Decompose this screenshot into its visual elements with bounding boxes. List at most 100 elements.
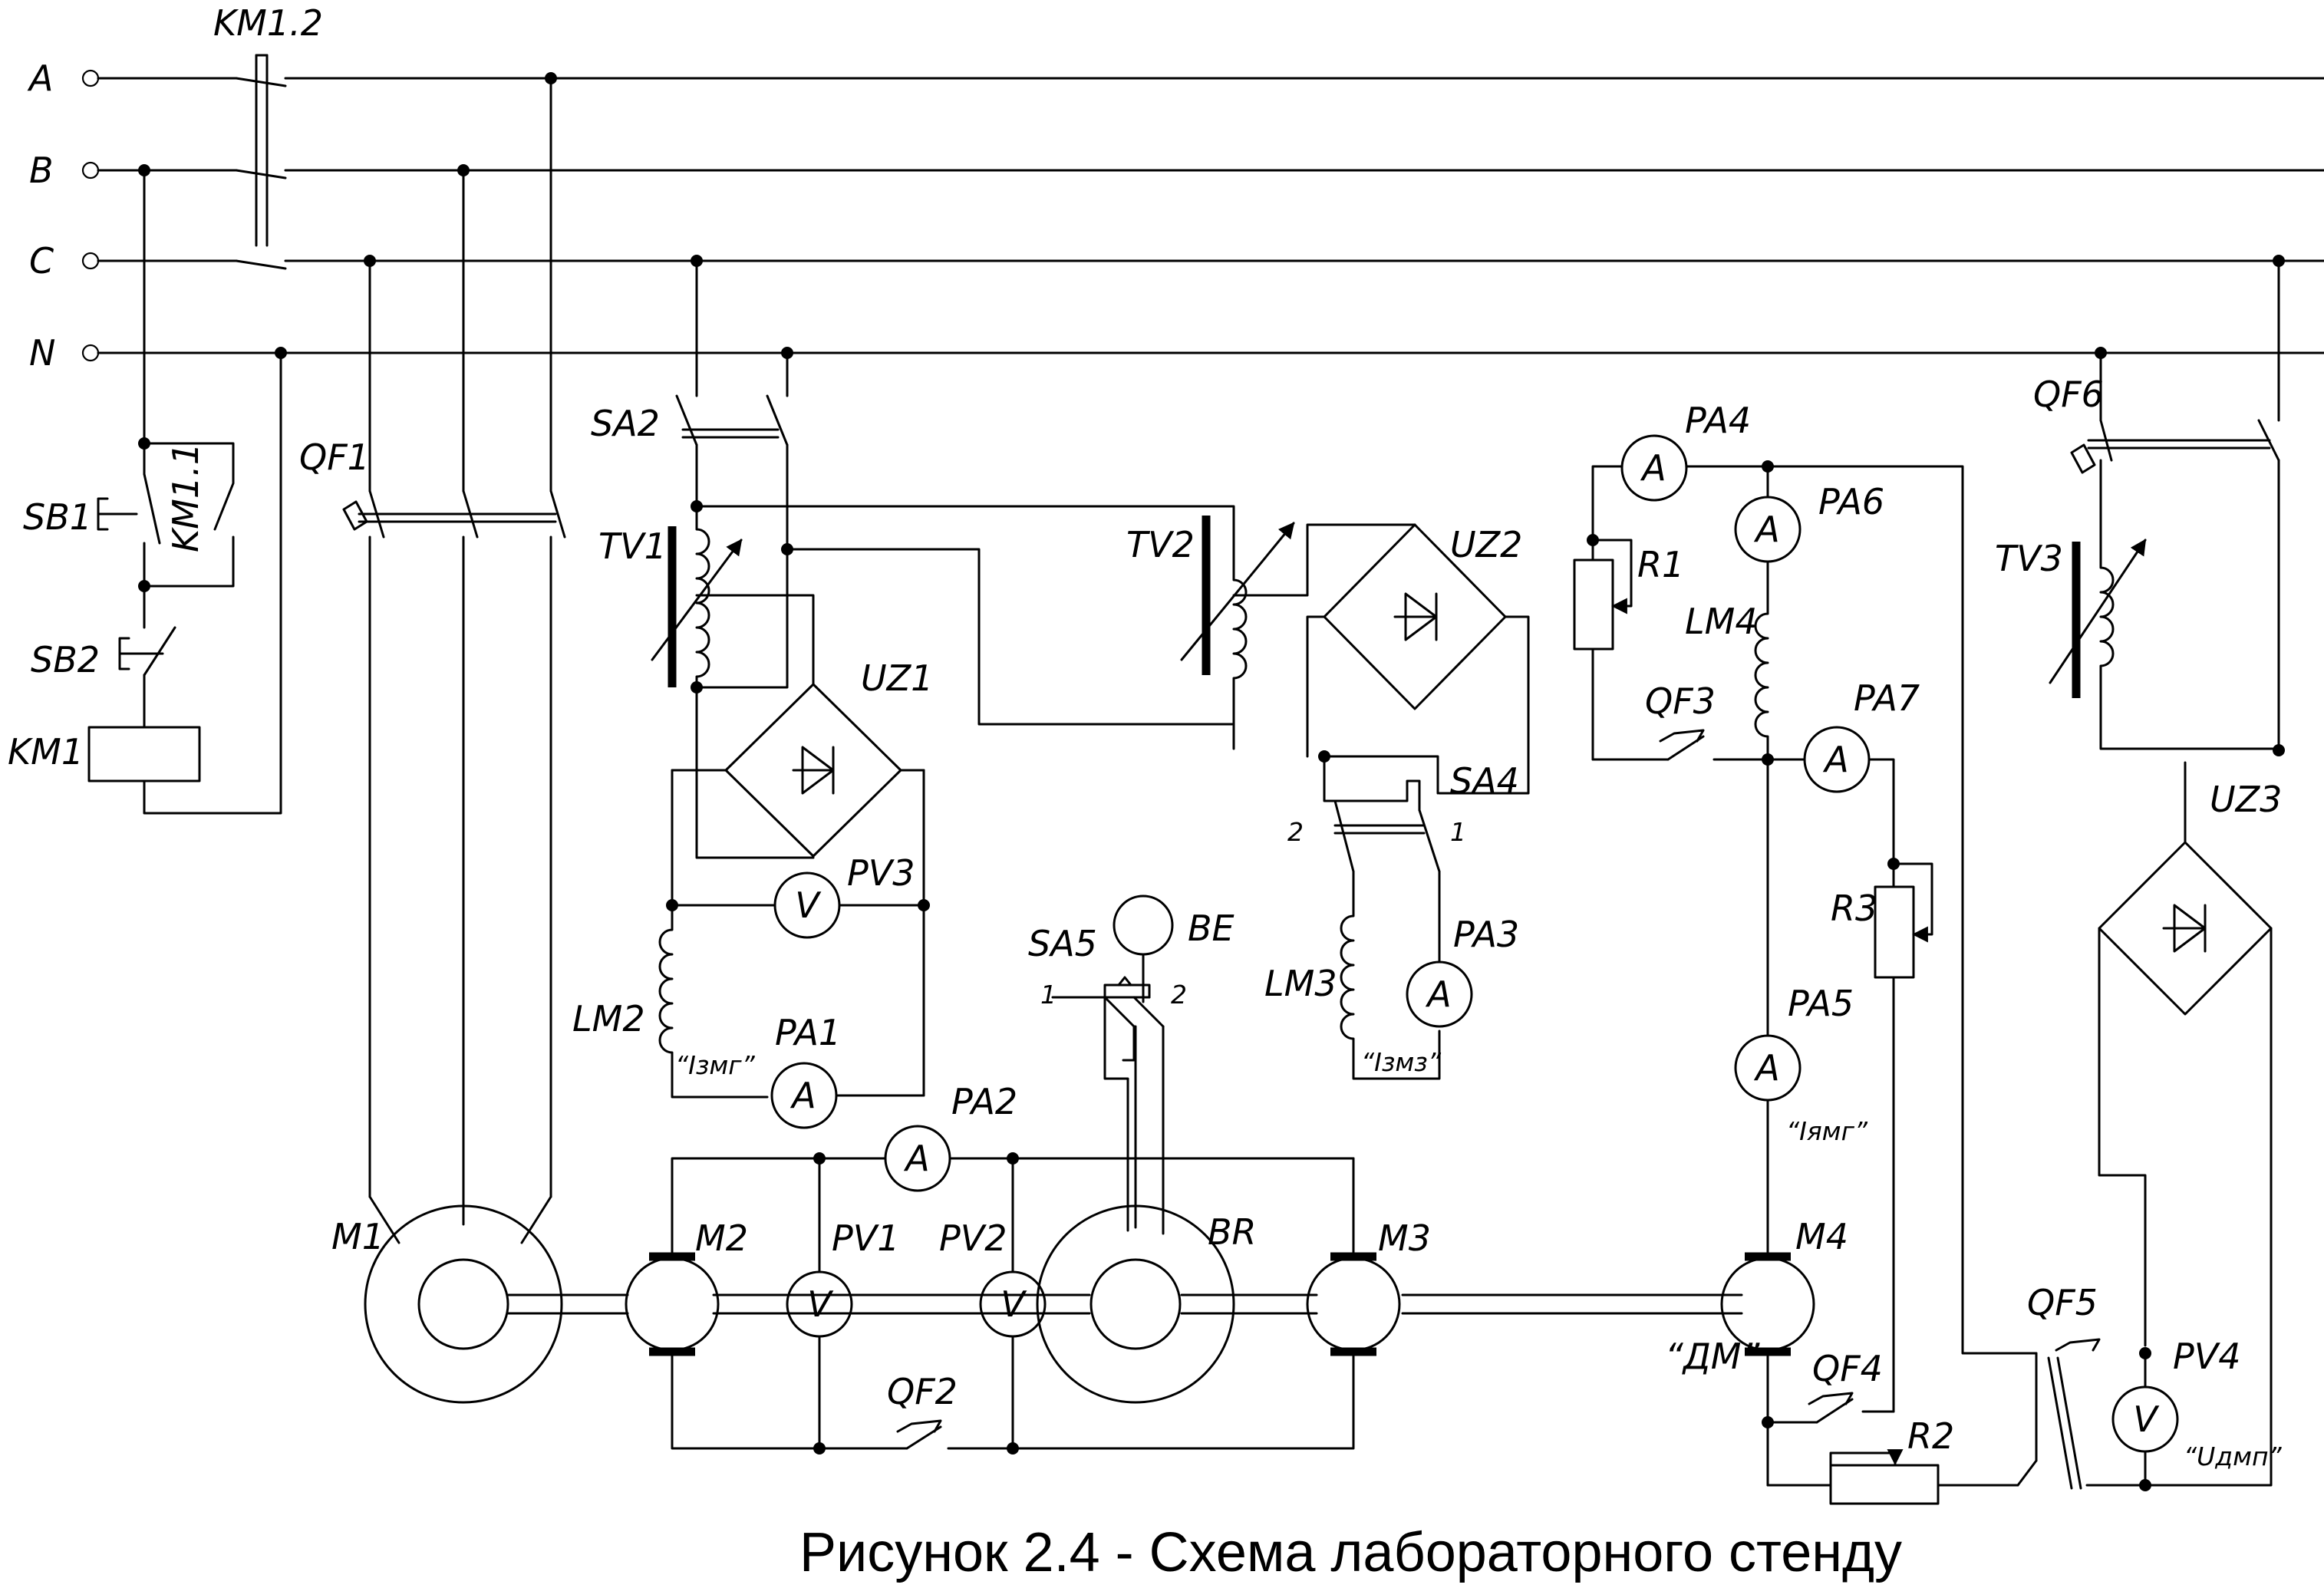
pv2-symbol: V bbox=[1000, 1283, 1027, 1325]
lm3-field-winding: LM3 “Iзмз” bbox=[1264, 870, 1442, 1080]
pa4-ammeter: A PA4 bbox=[1591, 400, 2038, 1355]
uz1-rectifier: UZ1 bbox=[666, 657, 933, 1097]
sa5-label: SA5 bbox=[1028, 923, 1097, 964]
bus-b: B bbox=[29, 150, 2324, 191]
pa1-label: PA1 bbox=[775, 1012, 841, 1053]
pa3-label: PA3 bbox=[1453, 914, 1519, 955]
qf5-label: QF5 bbox=[2027, 1282, 2098, 1323]
qf6-breaker: QF6 bbox=[2033, 259, 2280, 752]
qf4-label: QF4 bbox=[1812, 1348, 1883, 1389]
sa4-pos2: 2 bbox=[1287, 817, 1304, 847]
r3-rheostat: R3 bbox=[1831, 858, 1933, 1413]
pa4-symbol: A bbox=[1640, 447, 1666, 489]
bus-c-label: C bbox=[29, 240, 54, 282]
dm-label: “ДМ” bbox=[1665, 1336, 1760, 1377]
uz1-label: UZ1 bbox=[861, 657, 933, 699]
pa6-ammeter: A PA6 bbox=[1734, 465, 1884, 563]
uz3-rectifier: UZ3 bbox=[2098, 761, 2282, 1487]
sa5-pos1: 1 bbox=[1040, 980, 1057, 1010]
izmg-label: “Iзмг” bbox=[675, 1050, 756, 1080]
sa5-pos2: 2 bbox=[1171, 980, 1187, 1010]
m1-label: M1 bbox=[331, 1216, 384, 1257]
br-tachogenerator: BR bbox=[1036, 1204, 1257, 1404]
udmp-label: “Uдмп” bbox=[2184, 1441, 2283, 1471]
lm4-label: LM4 bbox=[1685, 601, 1758, 642]
bus-c: C bbox=[29, 240, 2324, 282]
control-circuit: SB1 KM1.1 SB2 KM1 bbox=[8, 169, 282, 815]
motor-m2: M2 bbox=[625, 1217, 748, 1356]
uz2-rectifier: UZ2 bbox=[1306, 523, 1530, 795]
pa7-label: PA7 bbox=[1854, 677, 1920, 719]
pv3-symbol: V bbox=[795, 885, 822, 926]
izmz-label: “Iзмз” bbox=[1361, 1047, 1442, 1077]
pa5-ammeter: A PA5 “Iямг” bbox=[1734, 758, 1868, 1258]
br-label: BR bbox=[1208, 1211, 1257, 1253]
km11-label: KM1.1 bbox=[165, 443, 206, 552]
pv1-label: PV1 bbox=[832, 1217, 899, 1259]
sa4-switch: SA4 2 1 bbox=[1287, 755, 1519, 873]
pv1-voltmeter: V PV1 bbox=[786, 1157, 899, 1450]
tv3-transformer: TV3 bbox=[1995, 535, 2285, 756]
uz3-label: UZ3 bbox=[2210, 779, 2282, 820]
pv2-label: PV2 bbox=[939, 1217, 1007, 1259]
pv1-symbol: V bbox=[807, 1283, 834, 1325]
lm4-field-winding: LM4 bbox=[1685, 560, 1774, 766]
m4-label: M4 bbox=[1795, 1216, 1848, 1257]
motor-m4: M4 “ДМ” bbox=[1665, 1216, 1848, 1377]
pa2-ammeter: A PA2 bbox=[884, 1081, 1017, 1192]
pa7-ammeter: A PA7 bbox=[1766, 677, 1920, 862]
pv4-voltmeter: V PV4 “Uдмп” bbox=[2111, 1336, 2283, 1491]
sa4-pos1: 1 bbox=[1450, 817, 1466, 847]
bus-junctions bbox=[138, 72, 2285, 359]
figure-caption: Рисунок 2.4 - Схема лабораторного стенду bbox=[799, 1522, 1902, 1583]
motor-m1: M1 bbox=[331, 1195, 563, 1404]
pa6-symbol: A bbox=[1753, 509, 1779, 550]
sa2-switch: SA2 bbox=[591, 259, 793, 555]
tv2-transformer: TV2 bbox=[1126, 516, 1416, 750]
km12-label: KM1.2 bbox=[213, 2, 323, 44]
pv3-label: PV3 bbox=[847, 852, 915, 894]
qf3-label: QF3 bbox=[1645, 680, 1716, 722]
sa4-label: SA4 bbox=[1450, 760, 1519, 802]
qf2-label: QF2 bbox=[887, 1371, 958, 1412]
be-label: BE bbox=[1188, 908, 1235, 949]
qf1-label: QF1 bbox=[299, 437, 370, 478]
lm3-label: LM3 bbox=[1264, 963, 1337, 1004]
bus-a: A bbox=[27, 58, 2324, 99]
bus-a-label: A bbox=[27, 58, 53, 99]
pv4-symbol: V bbox=[2133, 1399, 2160, 1440]
sa2-label: SA2 bbox=[591, 403, 660, 444]
bus-b-label: B bbox=[29, 150, 54, 191]
pa1-symbol: A bbox=[790, 1075, 816, 1116]
bus-n-label: N bbox=[29, 332, 55, 374]
pa3-ammeter: A PA3 bbox=[1406, 870, 1519, 1028]
pa2-symbol: A bbox=[903, 1138, 929, 1179]
uz2-label: UZ2 bbox=[1450, 524, 1522, 565]
m3-label: M3 bbox=[1378, 1217, 1431, 1259]
tv1-label: TV1 bbox=[598, 525, 667, 567]
tv3-label: TV3 bbox=[1995, 538, 2063, 579]
pv4-label: PV4 bbox=[2173, 1336, 2240, 1377]
r1-label: R1 bbox=[1637, 544, 1684, 585]
iamg-label: “Iямг” bbox=[1786, 1116, 1868, 1146]
motor-shaft bbox=[506, 1293, 1743, 1315]
qf6-label: QF6 bbox=[2033, 374, 2104, 415]
qf5-breaker: QF5 bbox=[2016, 1282, 2147, 1490]
km12-contactor: KM1.2 bbox=[213, 2, 323, 270]
pa1-ammeter: A PA1 bbox=[770, 1012, 925, 1129]
tv2-label: TV2 bbox=[1126, 524, 1195, 565]
qf1-breaker: QF1 bbox=[299, 77, 566, 1198]
motor-m3: M3 bbox=[1306, 1217, 1431, 1356]
pa3-symbol: A bbox=[1425, 974, 1451, 1015]
pa2-label: PA2 bbox=[951, 1081, 1017, 1122]
r2-label: R2 bbox=[1907, 1415, 1954, 1457]
qf3-breaker: QF3 bbox=[1591, 680, 1769, 761]
lm2-field-winding: LM2 “Iзмг” bbox=[572, 904, 769, 1099]
pa6-label: PA6 bbox=[1818, 481, 1884, 522]
pv2-voltmeter: V PV2 bbox=[939, 1157, 1047, 1450]
km1-label: KM1 bbox=[8, 731, 84, 773]
r1-rheostat: R1 bbox=[1573, 534, 1684, 761]
sb1-label: SB1 bbox=[23, 496, 92, 538]
pv3-voltmeter: V PV3 bbox=[671, 852, 925, 939]
